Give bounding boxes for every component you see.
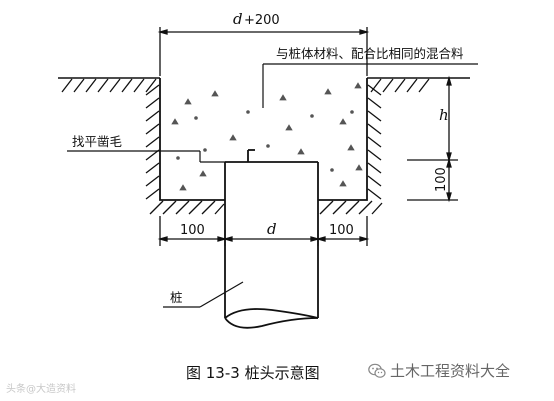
ground-hatching-right — [370, 78, 430, 93]
dim-100-bottom-right: 100 — [329, 223, 354, 238]
figure-caption: 图 13-3 桩头示意图 — [186, 364, 320, 382]
leveling-leader — [67, 150, 225, 163]
top-width-label: +200 — [244, 13, 280, 28]
wechat-icon — [368, 363, 386, 378]
dim-100-left: 100 — [180, 223, 205, 238]
ground-hatching-left — [61, 78, 157, 93]
dim-100-right: 100 — [434, 167, 449, 192]
top-width-dimension — [157, 27, 370, 76]
right-height-dimension — [407, 75, 458, 203]
pit-outline — [159, 78, 368, 201]
bottom-dimension — [157, 216, 370, 246]
material-leader — [262, 63, 478, 108]
pit-wall-hatching-right — [367, 84, 382, 200]
watermark: 头条@大造资料 — [6, 384, 76, 395]
pit-wall-hatching-left — [145, 84, 160, 200]
pile-top — [225, 149, 318, 163]
pile-body — [224, 162, 319, 329]
leveling-note: 找平凿毛 — [72, 134, 123, 149]
material-note: 与桩体材料、配合比相同的混合料 — [276, 46, 464, 61]
dim-d: d — [267, 220, 277, 238]
brand: 土木工程资料大全 — [368, 360, 510, 381]
pile-label: 桩 — [170, 290, 183, 305]
pile-leader — [163, 281, 244, 308]
brand-text: 土木工程资料大全 — [390, 362, 511, 380]
aggregate-marks — [171, 82, 363, 191]
top-width-var: d — [233, 10, 243, 28]
pit-bottom-hatching — [149, 200, 383, 215]
h-var: h — [439, 106, 449, 124]
